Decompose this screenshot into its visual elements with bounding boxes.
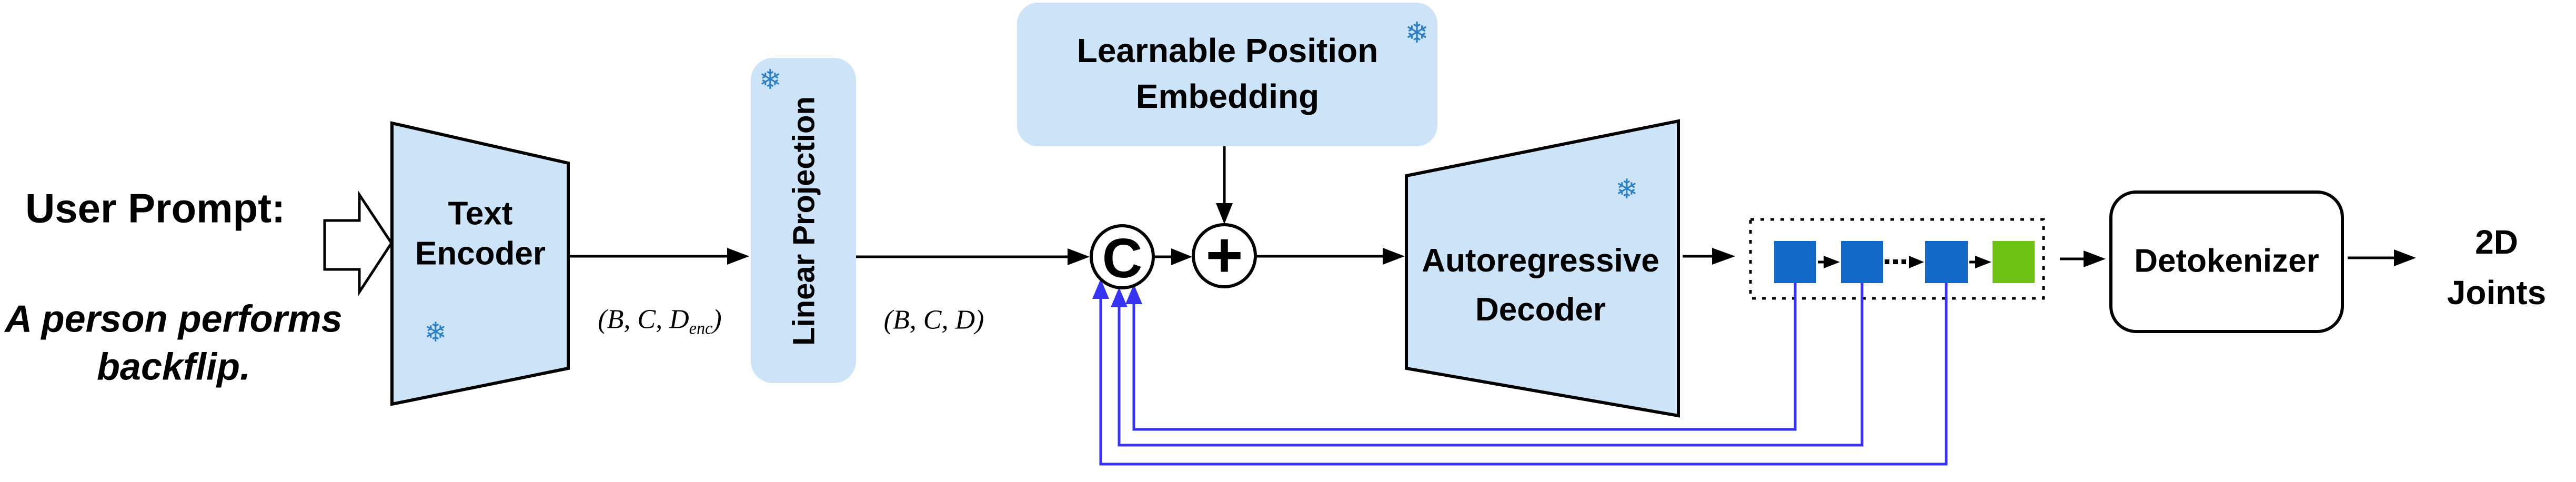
user-prompt-text: A person performs backflip. xyxy=(5,298,343,388)
arrow-decoder-to-tokens xyxy=(1683,248,1735,265)
token-ellipsis-dots xyxy=(1885,259,1906,264)
token-square-1 xyxy=(1774,241,1816,283)
snowflake-icon: ❄ xyxy=(1615,174,1638,205)
linear-projection-box xyxy=(751,58,856,383)
token-square-next xyxy=(1993,241,2035,283)
text-encoder-trapezoid xyxy=(390,121,570,406)
token-square-2 xyxy=(1841,241,1883,283)
add-operator-glyph: + xyxy=(1205,219,1243,290)
add-operator-circle xyxy=(1192,223,1257,288)
position-embedding-label: Learnable Position Embedding xyxy=(1076,31,1378,115)
encoder-dims-subscript: enc xyxy=(689,318,713,338)
arrow-concat-to-add xyxy=(1154,248,1192,265)
arrow-add-to-decoder xyxy=(1256,248,1405,265)
concat-operator-glyph: C xyxy=(1102,227,1143,289)
linear-projection-label: Linear Projection xyxy=(787,96,821,346)
snowflake-icon: ❄ xyxy=(1404,16,1430,49)
token-square-3 xyxy=(1925,241,1968,283)
encoder-dims-suffix: ) xyxy=(712,304,722,335)
position-embedding-box xyxy=(1017,3,1437,146)
encoder-dims-label: (B, C, Denc) xyxy=(598,304,721,338)
arrow-detokenizer-to-output xyxy=(2348,249,2416,266)
snowflake-icon: ❄ xyxy=(759,64,782,96)
arrow-token1-to-token2 xyxy=(1818,256,1840,268)
snowflake-icon: ❄ xyxy=(424,317,447,348)
detokenizer-label: Detokenizer xyxy=(2134,243,2319,279)
arrow-tokens-to-detokenizer xyxy=(2060,250,2106,267)
output-label: 2D Joints xyxy=(2447,223,2547,312)
feedback-path-token1-to-concat xyxy=(1125,283,1797,431)
arrow-token3-to-next-token xyxy=(1969,256,1991,268)
detokenizer-box xyxy=(2109,190,2344,333)
autoregressive-decoder-trapezoid xyxy=(1405,119,1680,418)
arrow-ellipsis-to-token3 xyxy=(1909,256,1924,268)
encoder-dims-prefix: (B, C, D xyxy=(598,304,689,335)
user-prompt-title: User Prompt: xyxy=(25,185,286,232)
arrow-text-encoder-to-linear-projection xyxy=(568,248,749,265)
text-encoder-label: Text Encoder xyxy=(415,195,546,272)
feedback-path-token2-to-concat xyxy=(1111,283,1864,447)
feedback-path-token3-to-concat xyxy=(1092,279,1948,466)
autoregressive-decoder-label: Autoregressive Decoder xyxy=(1422,243,1659,328)
arrow-linear-projection-to-concat xyxy=(856,248,1090,265)
concat-operator-circle xyxy=(1090,224,1155,289)
prompt-input-block-arrow-icon xyxy=(323,190,393,297)
arrow-position-embedding-to-add xyxy=(1216,146,1233,224)
projected-dims-label: (B, C, D) xyxy=(883,305,984,335)
